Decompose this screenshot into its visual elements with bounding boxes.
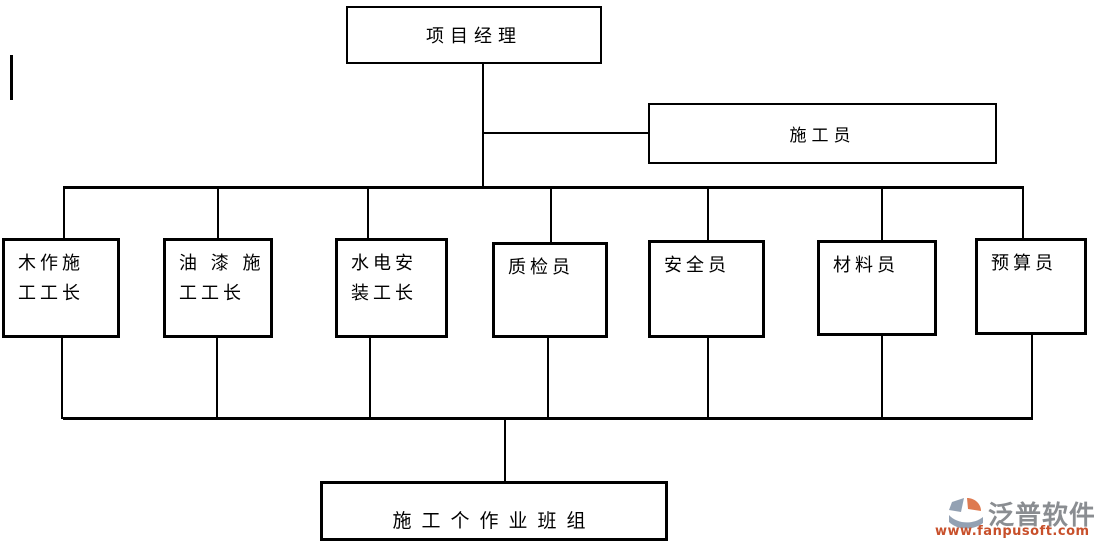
connector-line bbox=[367, 186, 369, 239]
budget-officer-box: 预算员 bbox=[975, 238, 1087, 335]
fanpu-logo-icon bbox=[949, 498, 983, 529]
project-manager-box: 项目经理 bbox=[346, 6, 602, 64]
watermark-url-text: www.fanpusoft.com bbox=[935, 524, 1090, 539]
project-manager-label: 项目经理 bbox=[426, 26, 522, 47]
connector-line bbox=[63, 186, 65, 239]
connector-line bbox=[482, 132, 648, 134]
connector-line bbox=[547, 338, 549, 419]
plumbing-electric-foreman-label: 装工长 bbox=[351, 283, 417, 304]
connector-line bbox=[369, 338, 371, 419]
safety-officer-box: 安全员 bbox=[648, 240, 765, 338]
paint-foreman-label: 工工长 bbox=[179, 283, 245, 304]
connector-line bbox=[504, 417, 506, 481]
watermark-brand-text: 泛普软件 bbox=[988, 501, 1094, 531]
watermark: 泛普软件 www.fanpusoft.com bbox=[933, 495, 1094, 541]
connector-line bbox=[1031, 335, 1033, 419]
connector-line bbox=[707, 338, 709, 419]
construction-teams-label: 施工个作业班组 bbox=[392, 510, 596, 532]
connector-line bbox=[217, 186, 219, 239]
plumbing-electric-foreman-label: 水电安 bbox=[351, 253, 417, 274]
woodwork-foreman-label: 工工长 bbox=[18, 283, 84, 304]
plumbing-electric-foreman-box: 水电安 装工长 bbox=[335, 238, 448, 338]
woodwork-foreman-label: 木作施 bbox=[18, 253, 84, 274]
material-officer-box: 材料员 bbox=[817, 240, 937, 336]
connector-line bbox=[61, 338, 63, 419]
stray-mark-line bbox=[10, 55, 13, 100]
connector-line bbox=[707, 186, 709, 241]
construction-worker-label: 施工员 bbox=[789, 126, 856, 146]
connector-line bbox=[1022, 186, 1024, 239]
paint-foreman-label: 油 漆 施 bbox=[179, 253, 265, 274]
connector-line bbox=[63, 417, 1033, 420]
quality-inspector-label: 质检员 bbox=[508, 257, 574, 278]
construction-worker-box: 施工员 bbox=[648, 103, 997, 164]
connector-line bbox=[216, 338, 218, 419]
paint-foreman-box: 油 漆 施 工工长 bbox=[163, 238, 273, 338]
connector-line bbox=[550, 186, 552, 243]
safety-officer-label: 安全员 bbox=[664, 255, 730, 276]
woodwork-foreman-box: 木作施 工工长 bbox=[2, 238, 120, 338]
budget-officer-label: 预算员 bbox=[991, 253, 1057, 274]
material-officer-label: 材料员 bbox=[833, 255, 899, 276]
construction-teams-box: 施工个作业班组 bbox=[320, 481, 668, 541]
connector-line bbox=[482, 64, 484, 187]
connector-line bbox=[63, 186, 1024, 189]
connector-line bbox=[881, 336, 883, 419]
connector-line bbox=[881, 186, 883, 241]
quality-inspector-box: 质检员 bbox=[492, 242, 608, 338]
